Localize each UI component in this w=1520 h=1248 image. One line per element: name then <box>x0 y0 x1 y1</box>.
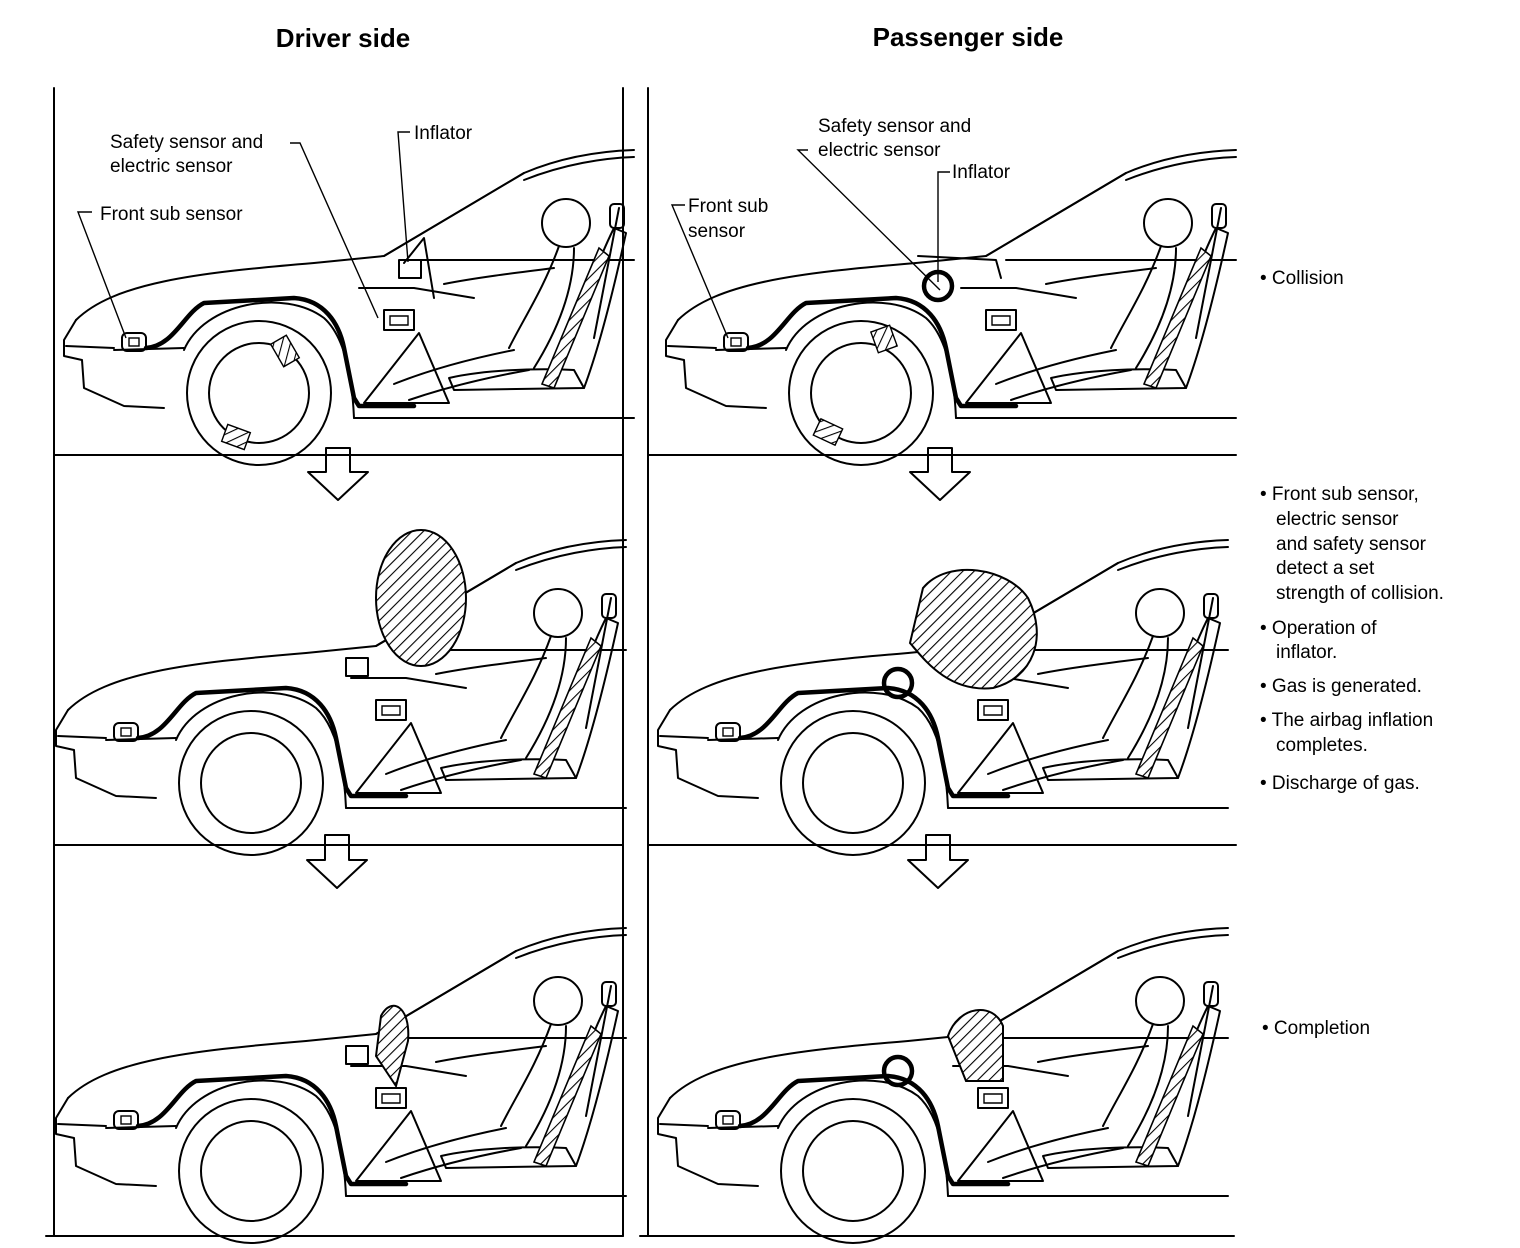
passenger-side-title: Passenger side <box>873 22 1064 52</box>
panel-frames <box>45 87 1237 1237</box>
arrow-down-icon <box>907 834 969 889</box>
note-detect-line-3: and safety sensor <box>1276 534 1427 555</box>
note-detect-line-5: strength of collision. <box>1276 583 1444 604</box>
arrow-down-icon <box>307 447 369 501</box>
note-detect-line-1: • Front sub sensor, <box>1260 484 1419 505</box>
arrow-down-icon <box>909 447 971 501</box>
passenger-front-sub-sensor-label-2: sensor <box>688 221 746 242</box>
driver-inflator-label: Inflator <box>414 123 473 144</box>
passenger-completion-scene <box>658 928 1228 1243</box>
note-completion: • Completion <box>1262 1018 1370 1039</box>
note-inflator-line-1: • Operation of <box>1260 618 1377 639</box>
note-detect-line-4: detect a set <box>1276 558 1375 579</box>
stage-notes: • Collision • Front sub sensor, electric… <box>1260 268 1444 1039</box>
note-inflation-line-1: • The airbag inflation <box>1260 710 1433 731</box>
passenger-safety-sensor-label-2: electric sensor <box>818 140 941 161</box>
driver-front-sub-sensor-label: Front sub sensor <box>100 204 243 225</box>
flow-arrows <box>306 447 971 889</box>
note-gas: • Gas is generated. <box>1260 676 1422 697</box>
passenger-leader-lines <box>670 149 950 339</box>
passenger-front-sub-sensor-label-1: Front sub <box>688 196 768 217</box>
driver-safety-sensor-label-1: Safety sensor and <box>110 132 263 153</box>
arrow-down-icon <box>306 834 368 889</box>
note-inflation-line-2: completes. <box>1276 735 1368 756</box>
driver-inflation-scene <box>56 529 626 855</box>
passenger-safety-sensor-label-1: Safety sensor and <box>818 116 971 137</box>
note-discharge: • Discharge of gas. <box>1260 773 1420 794</box>
note-detect-line-2: electric sensor <box>1276 509 1399 530</box>
passenger-inflation-scene <box>658 540 1228 855</box>
driver-safety-sensor-label-2: electric sensor <box>110 156 233 177</box>
note-inflator-line-2: inflator. <box>1276 642 1337 663</box>
passenger-inflator-label: Inflator <box>952 162 1011 183</box>
driver-collision-scene <box>64 150 634 465</box>
note-collision: • Collision <box>1260 268 1344 289</box>
driver-side-title: Driver side <box>276 23 410 53</box>
driver-completion-scene <box>56 928 626 1243</box>
driver-leader-lines <box>76 131 410 339</box>
